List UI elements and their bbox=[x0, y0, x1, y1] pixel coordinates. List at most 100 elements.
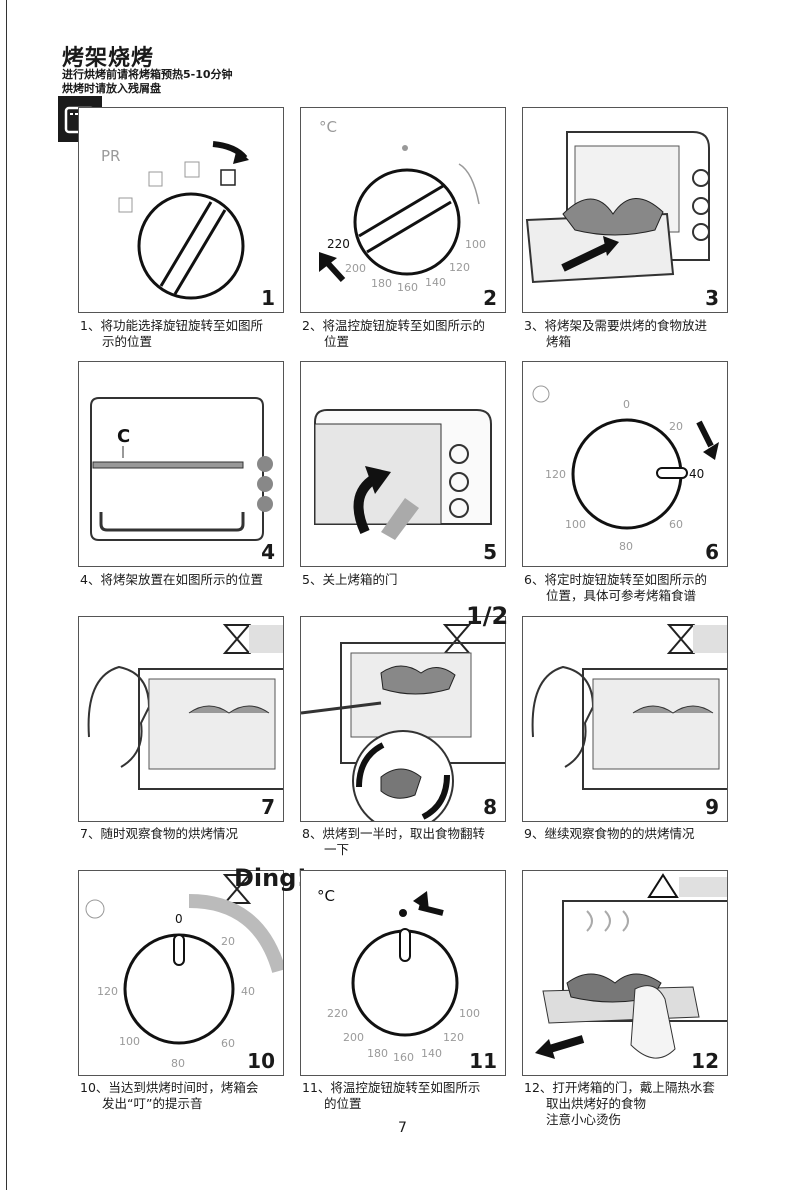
svg-text:0: 0 bbox=[623, 398, 630, 411]
step-4-caption: 4、将烤架放置在如图所示的位置 bbox=[80, 572, 263, 587]
svg-text:120: 120 bbox=[443, 1031, 464, 1044]
svg-text:60: 60 bbox=[221, 1037, 235, 1050]
oven-mitt bbox=[630, 985, 676, 1059]
temperature-knob bbox=[353, 168, 461, 276]
tongs bbox=[301, 701, 382, 715]
food-icon bbox=[562, 198, 664, 236]
step-number: 10 bbox=[247, 1049, 275, 1073]
svg-text:80: 80 bbox=[619, 540, 633, 553]
step-5-panel: 5 bbox=[300, 361, 506, 567]
step-2-caption: 2、将温控旋钮旋转至如图所示的位置 bbox=[302, 318, 485, 349]
rack-label: C bbox=[117, 426, 130, 447]
step-number: 8 bbox=[483, 795, 497, 819]
svg-text:220: 220 bbox=[327, 237, 350, 251]
hourglass-icon bbox=[222, 874, 252, 904]
svg-text:140: 140 bbox=[425, 276, 446, 289]
step-6-caption: 6、将定时旋钮旋转至如图所示的位置，具体可参考烤箱食谱 bbox=[524, 572, 707, 603]
step-number: 1 bbox=[261, 286, 275, 310]
svg-text:100: 100 bbox=[119, 1035, 140, 1048]
step-12-caption: 12、打开烤箱的门，戴上隔热水套取出烘烤好的食物注意小心烫伤 bbox=[524, 1080, 715, 1127]
step-3-caption: 3、将烤架及需要烘烤的食物放进烤箱 bbox=[524, 318, 707, 349]
wire-rack bbox=[92, 461, 244, 469]
step-10-caption: 10、当达到烘烤时间时，烤箱会发出“叮”的提示音 bbox=[80, 1080, 259, 1111]
svg-text:60: 60 bbox=[669, 518, 683, 531]
rotate-arrow-icon bbox=[418, 904, 444, 916]
svg-text:120: 120 bbox=[449, 261, 470, 274]
elapsed-arc bbox=[188, 894, 283, 974]
step-11-caption: 11、将温控旋钮旋转至如图所示的位置 bbox=[302, 1080, 481, 1111]
svg-text:120: 120 bbox=[97, 985, 118, 998]
crumb-tray bbox=[99, 512, 245, 532]
step-number: 11 bbox=[469, 1049, 497, 1073]
oven-body bbox=[582, 668, 727, 790]
svg-text:20: 20 bbox=[669, 420, 683, 433]
svg-text:140: 140 bbox=[421, 1047, 442, 1060]
svg-text:40: 40 bbox=[241, 985, 255, 998]
svg-text:100: 100 bbox=[459, 1007, 480, 1020]
svg-text:100: 100 bbox=[465, 238, 486, 251]
step-4-panel: C 4 bbox=[78, 361, 284, 567]
defrost-icon bbox=[118, 197, 133, 213]
ding-label: Ding! bbox=[234, 864, 308, 892]
step-6-panel: 0 20 40 60 80 100 120 6 bbox=[522, 361, 728, 567]
push-arrow-icon bbox=[561, 242, 611, 272]
page-margin-line bbox=[6, 0, 7, 1190]
rotate-arrow-icon bbox=[696, 420, 714, 448]
svg-text:160: 160 bbox=[397, 281, 418, 294]
pr-label: PR bbox=[101, 147, 120, 165]
step-number: 12 bbox=[691, 1049, 719, 1073]
hot-surface-warning-icon bbox=[647, 873, 679, 898]
step-number: 2 bbox=[483, 286, 497, 310]
celsius-label: °C bbox=[317, 887, 335, 905]
step-7-caption: 7、随时观察食物的烘烤情况 bbox=[80, 826, 238, 841]
step-2-panel: °C 220 200 180 160 140 120 100 2 bbox=[300, 107, 506, 313]
bake-icon bbox=[184, 161, 200, 178]
step-5-caption: 5、关上烤箱的门 bbox=[302, 572, 398, 587]
step-number: 9 bbox=[705, 795, 719, 819]
svg-text:200: 200 bbox=[343, 1031, 364, 1044]
grill-icon bbox=[220, 169, 236, 186]
preheat-note: 进行烘烤前请将烤箱预热5-10分钟 bbox=[62, 68, 233, 81]
half-label: 1/2 bbox=[466, 602, 509, 630]
step-9-caption: 9、继续观察食物的的烘烤情况 bbox=[524, 826, 695, 841]
hourglass-icon bbox=[666, 624, 696, 654]
step-9-panel: 9 bbox=[522, 616, 728, 822]
svg-text:0: 0 bbox=[175, 912, 183, 926]
step-8-caption: 8、烘烤到一半时，取出食物翻转一下 bbox=[302, 826, 485, 857]
crumb-tray-note: 烘烤时请放入残屑盘 bbox=[62, 82, 161, 95]
page-number: 7 bbox=[398, 1120, 407, 1136]
hourglass-icon bbox=[222, 624, 252, 654]
step-12-panel: 12 bbox=[522, 870, 728, 1076]
step-11-panel: °C 220 200 180 160 140 120 100 11 bbox=[300, 870, 506, 1076]
step-number: 7 bbox=[261, 795, 275, 819]
oven-body bbox=[566, 131, 710, 261]
svg-text:40: 40 bbox=[689, 467, 704, 481]
svg-text:200: 200 bbox=[345, 262, 366, 275]
step-number: 4 bbox=[261, 540, 275, 564]
oven-cavity bbox=[90, 397, 264, 541]
function-knob bbox=[137, 192, 245, 300]
step-10-panel: 0 20 40 60 80 100 120 10 bbox=[78, 870, 284, 1076]
step-8-panel: 8 bbox=[300, 616, 506, 822]
svg-text:220: 220 bbox=[327, 1007, 348, 1020]
step-number: 6 bbox=[705, 540, 719, 564]
step-1-panel: PR 1 bbox=[78, 107, 284, 313]
step-number: 3 bbox=[705, 286, 719, 310]
svg-text:80: 80 bbox=[171, 1057, 185, 1070]
svg-text:180: 180 bbox=[367, 1047, 388, 1060]
step-3-panel: 3 bbox=[522, 107, 728, 313]
svg-text:100: 100 bbox=[565, 518, 586, 531]
step-7-panel: 7 bbox=[78, 616, 284, 822]
timer-icon bbox=[532, 385, 550, 403]
svg-text:180: 180 bbox=[371, 277, 392, 290]
svg-text:120: 120 bbox=[545, 468, 566, 481]
celsius-label: °C bbox=[319, 118, 337, 136]
svg-text:160: 160 bbox=[393, 1051, 414, 1064]
fan-icon bbox=[148, 171, 163, 187]
step-number: 5 bbox=[483, 540, 497, 564]
step-1-caption: 1、将功能选择旋钮旋转至如图所示的位置 bbox=[80, 318, 263, 349]
timer-icon bbox=[85, 899, 105, 919]
food-icon bbox=[380, 665, 456, 695]
page-title: 烤架烧烤 bbox=[62, 46, 155, 71]
svg-text:20: 20 bbox=[221, 935, 235, 948]
